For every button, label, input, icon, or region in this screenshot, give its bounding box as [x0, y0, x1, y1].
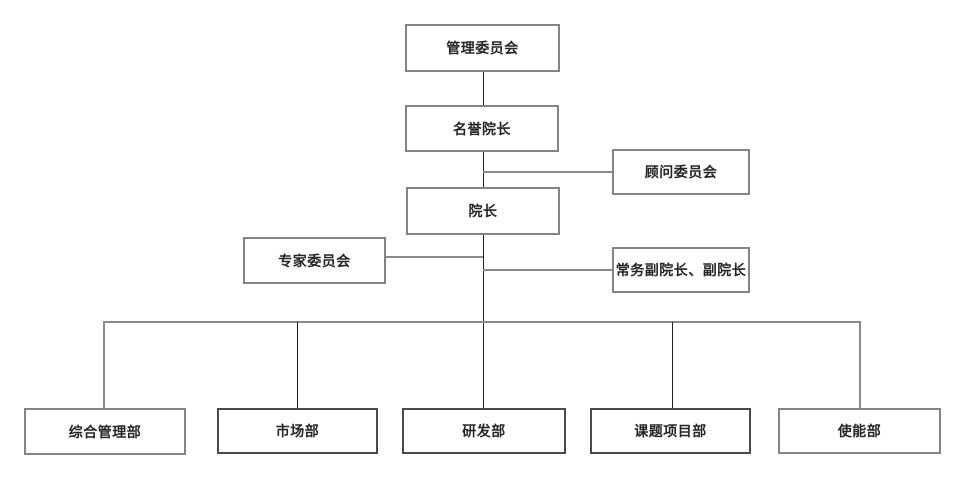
- org-node-advisory-committee: 顾问委员会: [612, 149, 750, 195]
- org-node-executive-vice-deans: 常务副院长、副院长: [612, 247, 750, 293]
- connector-expert-committee-branch: [386, 256, 483, 258]
- connector-departments-bus: [103, 321, 861, 323]
- org-node-marketing-dept: 市场部: [217, 408, 378, 454]
- org-node-dean: 院长: [406, 187, 560, 235]
- org-node-enablement-dept: 使能部: [778, 408, 941, 454]
- connector-drop-general-management: [103, 321, 105, 408]
- connector-drop-enablement: [859, 321, 861, 408]
- org-node-project-dept: 课题项目部: [590, 408, 751, 454]
- org-node-general-management-dept: 综合管理部: [24, 408, 186, 455]
- connector-central-spine: [483, 72, 484, 408]
- connector-drop-project: [672, 322, 673, 408]
- org-node-honorary-dean: 名誉院长: [405, 105, 559, 152]
- connector-advisory-committee-branch: [483, 171, 612, 173]
- connector-drop-marketing: [297, 322, 298, 408]
- org-node-rnd-dept: 研发部: [402, 408, 566, 454]
- org-node-expert-committee: 专家委员会: [243, 237, 386, 284]
- connector-executive-vice-deans-branch: [483, 269, 612, 271]
- org-node-management-committee: 管理委员会: [405, 24, 560, 72]
